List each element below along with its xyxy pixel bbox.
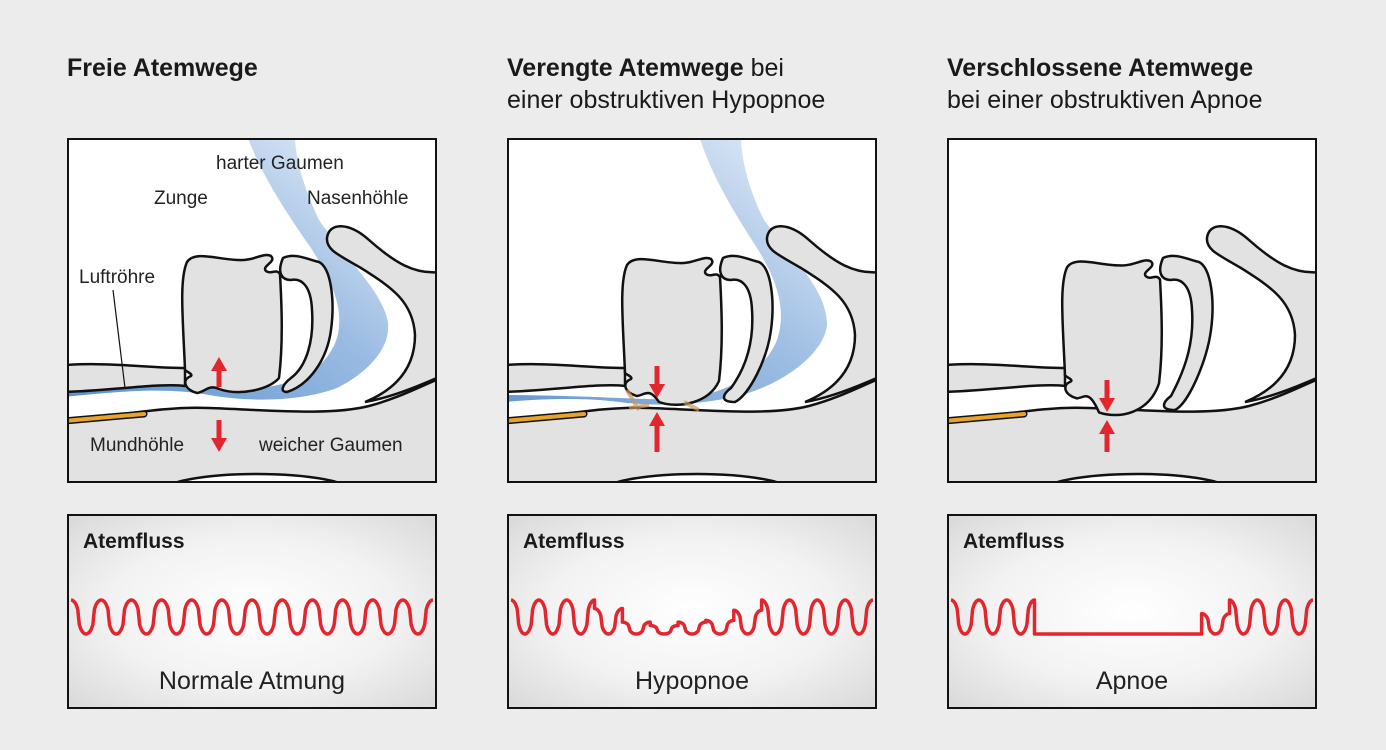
airflow-wave-line: [70, 598, 434, 636]
nasal-tissue: [325, 225, 435, 404]
title-line2: bei einer obstruktiven Apnoe: [947, 86, 1263, 114]
tongue: [1060, 259, 1163, 417]
anatomy-panel-closed: [947, 138, 1317, 483]
anatomy-illustration: [949, 225, 1315, 481]
title-bold: Verschlossene Atemwege: [947, 54, 1254, 82]
arrow-down-icon: [1099, 380, 1115, 412]
soft-palate: [719, 254, 774, 404]
airflow-title: Atemfluss: [963, 530, 1065, 553]
label-soft-palate: weicher Gaumen: [259, 435, 403, 456]
chin-outline: [176, 472, 338, 481]
tongue: [620, 256, 723, 406]
anatomy-panel-narrowed: [507, 138, 877, 483]
label-trachea: Luftröhre: [79, 267, 156, 288]
breathing-tube: [69, 410, 148, 425]
label-nasal-cavity: Nasenhöhle: [307, 188, 409, 209]
constriction-marks: [625, 388, 700, 412]
airflow-title: Atemfluss: [523, 530, 625, 553]
column-free-airway: Freie Atemwege harter Gaumen Zunge Nasen…: [67, 0, 437, 750]
soft-palate: [279, 254, 334, 394]
airflow-title: Atemfluss: [83, 530, 185, 553]
arrow-down-icon: [649, 366, 665, 398]
airflow-label: Apnoe: [1095, 667, 1169, 695]
title-free-airway: Freie Atemwege: [67, 52, 258, 84]
column-closed-airway: Verschlossene Atemwege bei einer obstruk…: [947, 0, 1317, 750]
anatomy-illustration: [69, 140, 435, 481]
arrow-down-icon: [211, 420, 227, 452]
anatomy-panel-free: harter Gaumen Zunge Nasenhöhle Luftröhre…: [67, 138, 437, 483]
title-line2: einer obstruktiven Hypopnoe: [507, 86, 826, 114]
nasal-tissue: [1205, 225, 1315, 404]
title-normal: bei: [743, 54, 784, 82]
chin-outline: [1056, 472, 1218, 481]
airflow-stream: [69, 140, 389, 400]
upper-tissue: [949, 362, 1067, 394]
arrow-up-icon: [1099, 420, 1115, 452]
airflow-waveform: [70, 598, 434, 636]
breathing-tube: [509, 410, 588, 425]
title-bold: Verengte Atemwege: [507, 54, 744, 82]
airflow-label: Normale Atmung: [158, 667, 346, 695]
breathing-tube: [949, 410, 1028, 425]
label-tongue: Zunge: [154, 188, 208, 209]
title-bold: Freie Atemwege: [67, 54, 258, 82]
label-hard-palate: harter Gaumen: [216, 153, 344, 174]
airflow-waveform: [509, 598, 875, 636]
soft-palate: [1159, 254, 1214, 412]
arrow-up-icon: [649, 412, 665, 452]
anatomy-illustration: [509, 140, 875, 481]
airflow-panel-normal: Atemfluss Normale Atmung: [67, 514, 437, 709]
nasal-tissue: [765, 225, 875, 404]
column-narrowed-airway: Verengte Atemwege bei einer obstruktiven…: [507, 0, 877, 750]
title-narrowed-airway: Verengte Atemwege bei einer obstruktiven…: [507, 52, 825, 116]
airflow-label: Hypopnoe: [635, 667, 749, 695]
airflow-panel-apnea: Atemfluss Apnoe: [947, 514, 1317, 709]
trachea-leader-line: [112, 289, 126, 389]
chin-outline: [616, 472, 778, 481]
airflow-stream: [509, 140, 827, 405]
airflow-panel-hypopnea: Atemfluss Hypopnoe: [507, 514, 877, 709]
airflow-wave-line: [949, 598, 1315, 636]
arrow-up-icon: [211, 357, 227, 387]
label-oral-cavity: Mundhöhle: [90, 435, 185, 456]
tongue: [180, 253, 283, 395]
airflow-wave-line: [509, 598, 875, 636]
title-closed-airway: Verschlossene Atemwege bei einer obstruk…: [947, 52, 1263, 116]
airflow-waveform: [949, 598, 1315, 636]
upper-tissue: [509, 362, 627, 394]
